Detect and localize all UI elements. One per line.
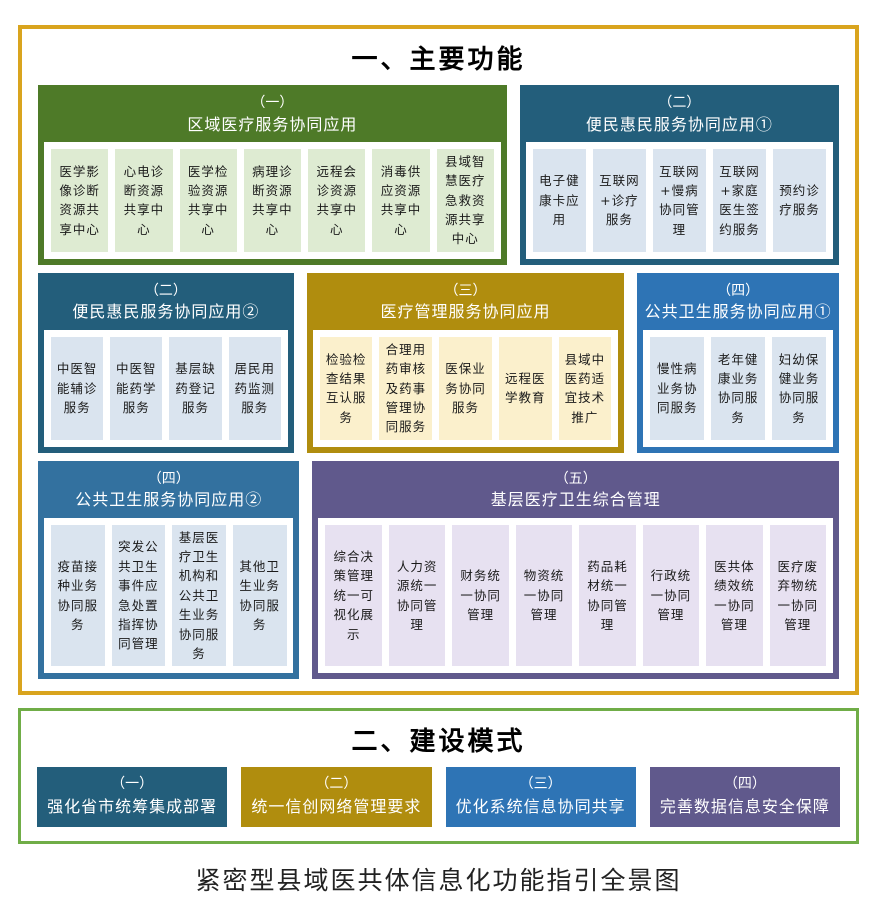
service-item: 基层医疗卫生机构和公共卫生业务协同服务 <box>172 524 226 667</box>
service-item: 药品耗材统一协同管理 <box>579 524 636 667</box>
service-item: 慢性病业务协同服务 <box>650 336 705 440</box>
mode-box-provincial-integration: （一） 强化省市统筹集成部署 <box>37 767 228 827</box>
group-items: 慢性病业务协同服务老年健康业务协同服务妇幼保健业务协同服务 <box>643 329 833 447</box>
service-item: 老年健康业务协同服务 <box>711 336 766 440</box>
service-item: 心电诊断资源共享中心 <box>115 148 173 252</box>
group-public-convenience-2: （二） 便民惠民服务协同应用② 中医智能辅诊服务中医智能药学服务基层缺药登记服务居民… <box>38 272 294 453</box>
group-header: （四） 公共卫生服务协同应用② <box>44 467 293 518</box>
mode-title: 完善数据信息安全保障 <box>659 796 830 816</box>
service-item: 远程医学教育 <box>498 336 552 440</box>
group-header: （四） 公共卫生服务协同应用① <box>643 279 833 330</box>
mode-number: （四） <box>723 776 766 793</box>
mode-box-network-management: （二） 统一信创网络管理要求 <box>241 767 432 827</box>
service-item: 人力资源统一协同管理 <box>388 524 446 667</box>
main-functions-panel: 一、主要功能 （一） 区域医疗服务协同应用医学影像诊断资源共享中心心电诊断资源共享… <box>18 25 859 696</box>
service-item: 突发公共卫生事件应急处置指挥协同管理 <box>111 524 166 667</box>
mode-number: （一） <box>111 776 154 793</box>
group-items: 医学影像诊断资源共享中心心电诊断资源共享中心医学检验资源共享中心病理诊断资源共享… <box>44 141 501 259</box>
group-items: 电子健康卡应用互联网+诊疗服务互联网+慢病协同管理互联网+家庭医生签约服务预约诊… <box>525 141 833 259</box>
group-number: （四） <box>147 470 190 487</box>
group-title: 公共卫生服务协同应用① <box>644 302 832 322</box>
service-item: 妇幼保健业务协同服务 <box>772 336 826 440</box>
service-item: 消毒供应资源共享中心 <box>372 148 430 252</box>
section1-title: 一、主要功能 <box>351 45 526 75</box>
service-item: 县域智慧医疗急救资源共享中心 <box>436 148 494 252</box>
mode-title: 优化系统信息协同共享 <box>455 796 626 816</box>
service-item: 综合决策管理统一可视化展示 <box>325 524 382 667</box>
group-primary-care-management: （五） 基层医疗卫生综合管理综合决策管理统一可视化展示人力资源统一协同管理财务统一… <box>312 460 839 680</box>
group-public-health-2: （四） 公共卫生服务协同应用② 疫苗接种业务协同服务突发公共卫生事件应急处置指挥协同… <box>38 460 300 680</box>
group-regional-medical-services: （一） 区域医疗服务协同应用医学影像诊断资源共享中心心电诊断资源共享中心医学检验资… <box>38 85 507 265</box>
service-item: 财务统一协同管理 <box>452 524 509 667</box>
group-number: （一） <box>251 95 294 111</box>
service-item: 检验检查结果互认服务 <box>319 336 373 440</box>
service-item: 合理用药审核及药事管理协同服务 <box>379 336 433 440</box>
group-public-convenience-1: （二） 便民惠民服务协同应用① 电子健康卡应用互联网+诊疗服务互联网+慢病协同管理互… <box>519 85 839 265</box>
service-item: 医学影像诊断资源共享中心 <box>51 148 109 252</box>
functions-row-1: （一） 区域医疗服务协同应用医学影像诊断资源共享中心心电诊断资源共享中心医学检验资… <box>38 85 839 265</box>
group-number: （三） <box>444 282 487 299</box>
group-medical-management: （三）医疗管理服务协同应用检验检查结果互认服务合理用药审核及药事管理协同服务医保… <box>306 272 625 453</box>
service-item: 互联网+慢病协同管理 <box>652 148 706 252</box>
group-public-health-1: （四） 公共卫生服务协同应用① 慢性病业务协同服务老年健康业务协同服务妇幼保健业务协… <box>637 272 839 453</box>
service-item: 其他卫生业务协同服务 <box>232 524 287 667</box>
group-items: 检验检查结果互认服务合理用药审核及药事管理协同服务医保业务协同服务远程医学教育县… <box>312 329 619 447</box>
service-item: 预约诊疗服务 <box>772 148 826 252</box>
service-item: 疫苗接种业务协同服务 <box>51 524 105 667</box>
service-item: 基层缺药登记服务 <box>169 336 222 440</box>
mode-title: 统一信创网络管理要求 <box>251 796 422 816</box>
service-item: 病理诊断资源共享中心 <box>243 148 302 252</box>
figure-caption: 紧密型县域医共体信息化功能指引全景图 <box>195 865 682 895</box>
mode-title: 强化省市统筹集成部署 <box>47 796 218 816</box>
construction-mode-panel: 二、建设模式 （一） 强化省市统筹集成部署 （二） 统一信创网络管理要求 （三） 优化… <box>18 708 859 844</box>
service-item: 互联网+家庭医生签约服务 <box>712 148 766 252</box>
service-item: 医保业务协同服务 <box>439 336 492 440</box>
mode-box-information-sharing: （三） 优化系统信息协同共享 <box>445 767 636 827</box>
group-title: 公共卫生服务协同应用② <box>75 490 263 510</box>
mode-number: （三） <box>519 776 562 793</box>
group-items: 疫苗接种业务协同服务突发公共卫生事件应急处置指挥协同管理基层医疗卫生机构和公共卫… <box>44 517 294 674</box>
group-header: （二） 便民惠民服务协同应用② <box>44 279 288 330</box>
service-item: 县域中医药适宜技术推广 <box>558 336 612 440</box>
group-number: （二） <box>658 95 701 111</box>
group-items: 综合决策管理统一可视化展示人力资源统一协同管理财务统一协同管理物资统一协同管理药… <box>318 517 833 674</box>
group-title: 医疗管理服务协同应用 <box>380 302 551 322</box>
section2-title: 二、建设模式 <box>351 727 526 758</box>
group-header: （三） 医疗管理服务协同应用 <box>313 279 618 330</box>
functions-row-3: （四） 公共卫生服务协同应用② 疫苗接种业务协同服务突发公共卫生事件应急处置指挥协同… <box>38 460 839 680</box>
group-number: （二） <box>144 282 187 299</box>
group-number: （四） <box>717 282 760 299</box>
group-header: （五） 基层医疗卫生综合管理 <box>318 467 833 518</box>
service-item: 医疗废弃物统一协同管理 <box>769 524 826 667</box>
service-item: 中医智能辅诊服务 <box>51 336 104 440</box>
service-item: 互联网+诊疗服务 <box>592 148 646 252</box>
group-header: （二） 便民惠民服务协同应用① <box>526 91 833 142</box>
mode-box-data-security: （四） 完善数据信息安全保障 <box>649 767 840 827</box>
group-number: （五） <box>554 470 597 487</box>
service-item: 远程会诊资源共享中心 <box>308 148 366 252</box>
group-title: 基层医疗卫生综合管理 <box>490 490 661 510</box>
group-title: 区域医疗服务协同应用 <box>187 114 358 134</box>
group-title: 便民惠民服务协同应用① <box>585 114 773 134</box>
service-item: 电子健康卡应用 <box>532 148 586 252</box>
service-item: 居民用药监测服务 <box>228 336 281 440</box>
functions-row-2: （二） 便民惠民服务协同应用② 中医智能辅诊服务中医智能药学服务基层缺药登记服务居民… <box>38 272 839 453</box>
group-header: （一） 区域医疗服务协同应用 <box>44 91 501 142</box>
service-item: 行政统一协同管理 <box>642 524 700 667</box>
service-item: 医学检验资源共享中心 <box>179 148 237 252</box>
group-title: 便民惠民服务协同应用② <box>72 302 260 322</box>
group-items: 中医智能辅诊服务中医智能药学服务基层缺药登记服务居民用药监测服务 <box>44 329 288 447</box>
service-item: 医共体绩效统一协同管理 <box>706 524 763 667</box>
mode-number: （二） <box>315 776 358 793</box>
mode-row: （一） 强化省市统筹集成部署 （二） 统一信创网络管理要求 （三） 优化系统信息协同共… <box>37 767 840 827</box>
service-item: 中医智能药学服务 <box>110 336 163 440</box>
service-item: 物资统一协同管理 <box>515 524 573 667</box>
